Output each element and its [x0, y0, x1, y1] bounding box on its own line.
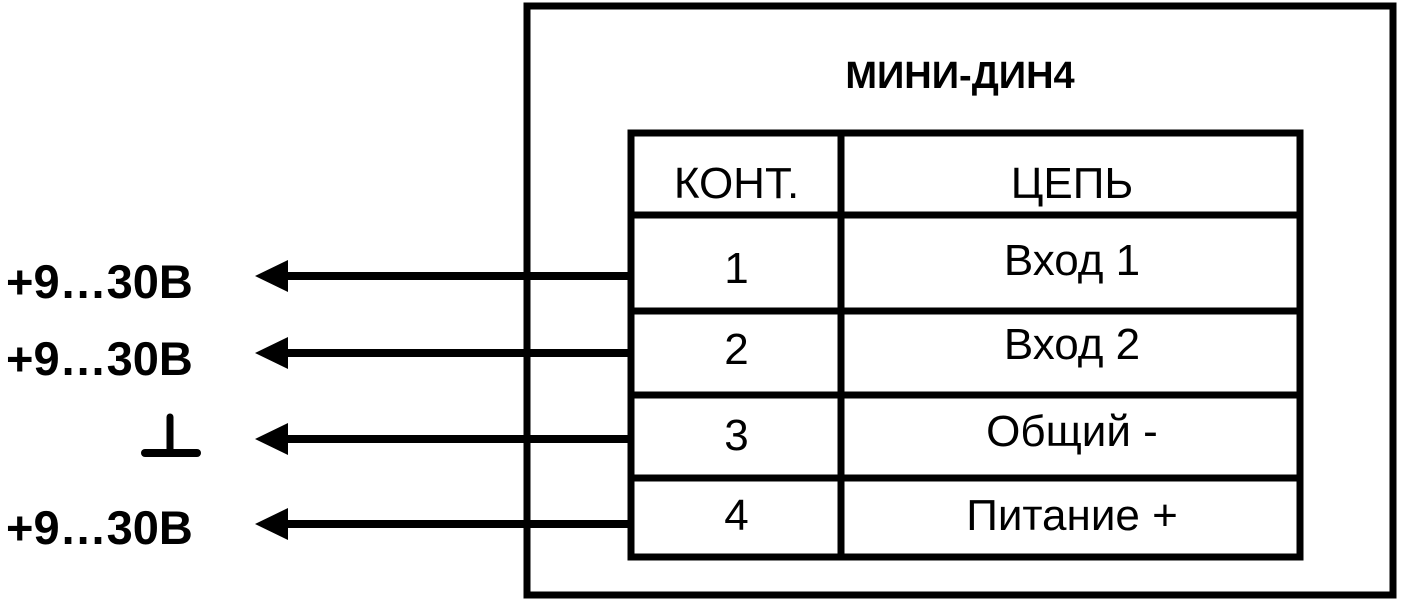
pin-circuit: Питание +	[966, 491, 1178, 540]
arrow-pin-2	[255, 337, 631, 369]
voltage-label-pin-4: +9…30В	[6, 501, 193, 554]
voltage-label-pin-2: +9…30В	[6, 332, 193, 385]
arrow-pin-3	[255, 423, 631, 455]
header-circuit: ЦЕПЬ	[1010, 159, 1134, 208]
arrow-pin-1	[255, 260, 631, 292]
pin-circuit: Общий -	[986, 407, 1158, 456]
pin-number: 1	[724, 244, 749, 293]
device-box	[523, 2, 1397, 599]
connector-title: МИНИ-ДИН4	[845, 55, 1075, 97]
pin-circuit: Вход 1	[1003, 236, 1141, 285]
pin-table-border	[627, 129, 1304, 561]
pin-circuit: Вход 2	[1003, 320, 1141, 369]
voltage-label-pin-1: +9…30В	[6, 255, 193, 308]
header-pin: КОНТ.	[673, 159, 800, 208]
pin-number: 3	[724, 411, 749, 460]
arrow-pin-4	[255, 508, 631, 540]
pin-number: 4	[724, 491, 749, 540]
ground-icon	[141, 413, 201, 457]
pin-number: 2	[724, 325, 749, 374]
